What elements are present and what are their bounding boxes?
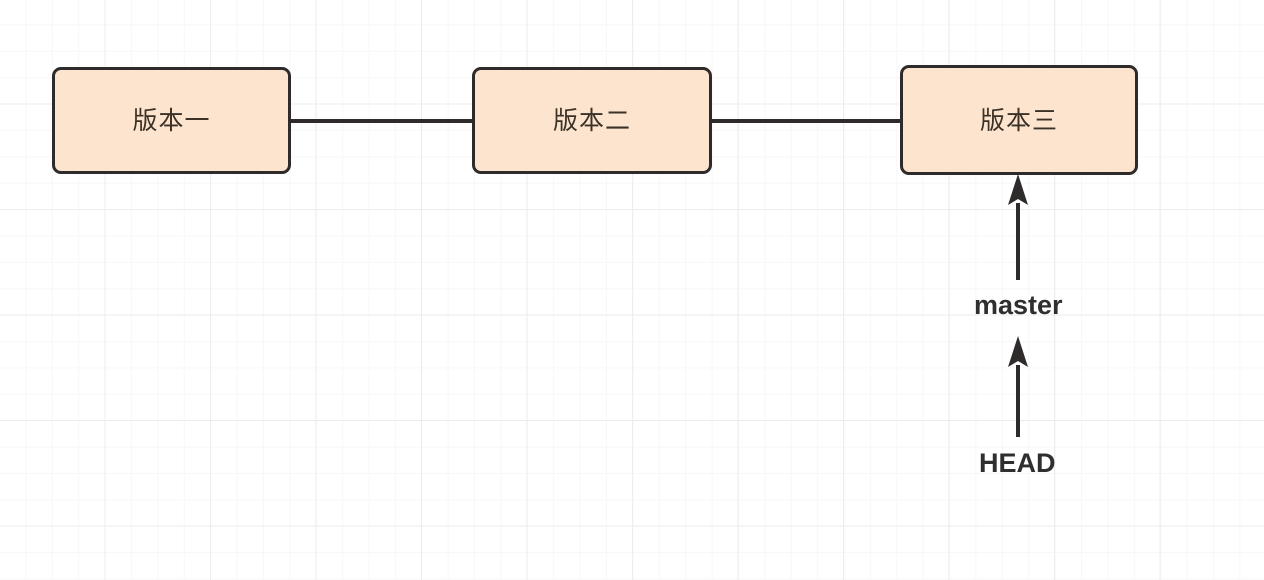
commit-node-version-2[interactable]: 版本二 (472, 67, 712, 174)
commit-node-version-1[interactable]: 版本一 (52, 67, 291, 174)
commit-node-label: 版本一 (132, 106, 211, 135)
commit-node-label: 版本二 (552, 106, 631, 135)
edge-version2-to-version3 (710, 119, 902, 123)
edge-version1-to-version2 (289, 119, 474, 123)
commit-node-version-3[interactable]: 版本三 (900, 65, 1138, 175)
commit-node-label: 版本三 (979, 105, 1058, 135)
ref-label-master: master (974, 290, 1063, 320)
arrow-up-icon-master-to-version3 (1008, 174, 1028, 280)
ref-label-head: HEAD (979, 448, 1056, 478)
arrow-up-icon-head-to-master (1008, 336, 1028, 437)
